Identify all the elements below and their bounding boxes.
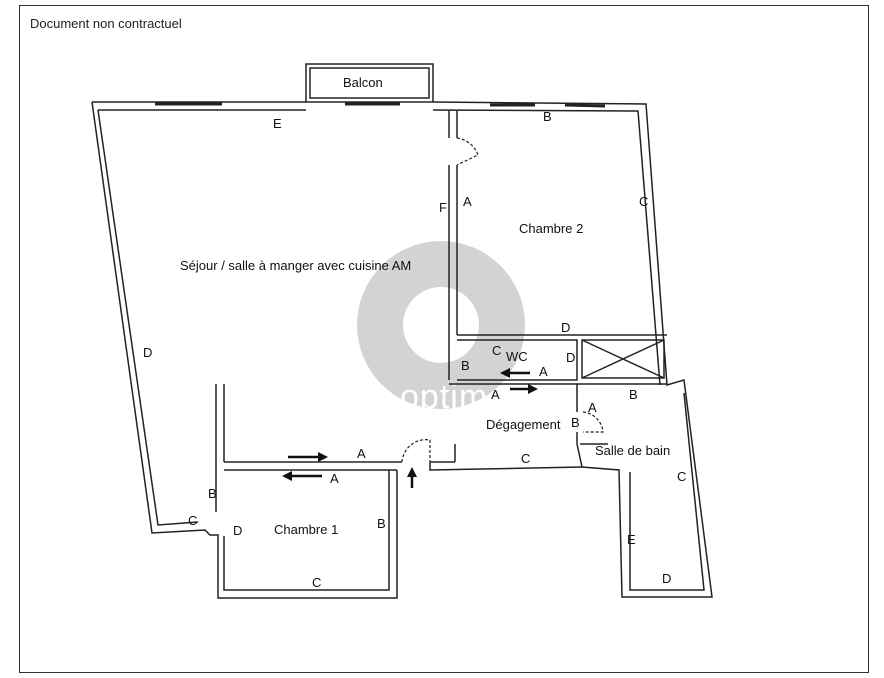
windows bbox=[155, 102, 606, 108]
wall-label: A bbox=[539, 364, 548, 379]
wall-label: B bbox=[629, 387, 638, 402]
wall-label: A bbox=[491, 387, 500, 402]
outer-wall-left-inner bbox=[97, 109, 199, 526]
wall-label: B bbox=[208, 486, 217, 501]
room-chambre1: Chambre 1 bbox=[274, 522, 338, 537]
wall-ch1-top bbox=[224, 461, 402, 471]
door-sdb bbox=[582, 411, 604, 433]
door-entry bbox=[401, 439, 431, 463]
chambre1-wall-inner bbox=[223, 470, 390, 591]
balcon-inner bbox=[309, 67, 430, 99]
wc-box bbox=[457, 339, 578, 381]
balcon-outline bbox=[305, 63, 434, 103]
wall-labels: E D F A C B A C D C B D A A B C A B C E … bbox=[143, 109, 686, 590]
wall-label: C bbox=[639, 194, 648, 209]
room-sejour: Séjour / salle à manger avec cuisine AM bbox=[180, 258, 411, 273]
wall-label: B bbox=[377, 516, 386, 531]
wall-label: C bbox=[312, 575, 321, 590]
wall-label: D bbox=[566, 350, 575, 365]
door-ch2 bbox=[456, 137, 479, 166]
wall-label: B bbox=[461, 358, 470, 373]
gaine-cross bbox=[581, 339, 665, 379]
wall-label: D bbox=[561, 320, 570, 335]
wall-label: B bbox=[571, 415, 580, 430]
wall-label: C bbox=[677, 469, 686, 484]
wall-label: C bbox=[492, 343, 501, 358]
wall-label: A bbox=[330, 471, 339, 486]
wall-label: E bbox=[273, 116, 282, 131]
document-frame bbox=[19, 5, 869, 673]
walls bbox=[91, 63, 713, 599]
wall-label: B bbox=[543, 109, 552, 124]
room-labels: Balcon Séjour / salle à manger avec cuis… bbox=[180, 75, 670, 537]
wall-label: A bbox=[588, 400, 597, 415]
wall-label: E bbox=[627, 532, 636, 547]
wall-label: C bbox=[188, 513, 197, 528]
room-degagement: Dégagement bbox=[486, 417, 561, 432]
wall-sejour-ch1 bbox=[215, 384, 225, 512]
doors bbox=[401, 137, 604, 463]
wall-label: C bbox=[521, 451, 530, 466]
wall-label: D bbox=[143, 345, 152, 360]
room-salle-de-bain: Salle de bain bbox=[595, 443, 670, 458]
sdb-wall-inner bbox=[629, 392, 705, 591]
wall-label: F bbox=[439, 200, 447, 215]
wall-label: D bbox=[662, 571, 671, 586]
arrows bbox=[282, 368, 538, 488]
wall-label: A bbox=[357, 446, 366, 461]
outer-wall-left bbox=[91, 101, 398, 599]
wall-label: D bbox=[233, 523, 242, 538]
disclaimer-text: Document non contractuel bbox=[30, 16, 182, 31]
outer-wall-right-inner bbox=[98, 109, 661, 386]
room-balcon: Balcon bbox=[343, 75, 383, 90]
wall-deg-bottom bbox=[429, 444, 583, 471]
room-chambre2: Chambre 2 bbox=[519, 221, 583, 236]
wall-label: A bbox=[463, 194, 472, 209]
outer-wall-right bbox=[92, 101, 713, 598]
room-wc: WC bbox=[506, 349, 528, 364]
